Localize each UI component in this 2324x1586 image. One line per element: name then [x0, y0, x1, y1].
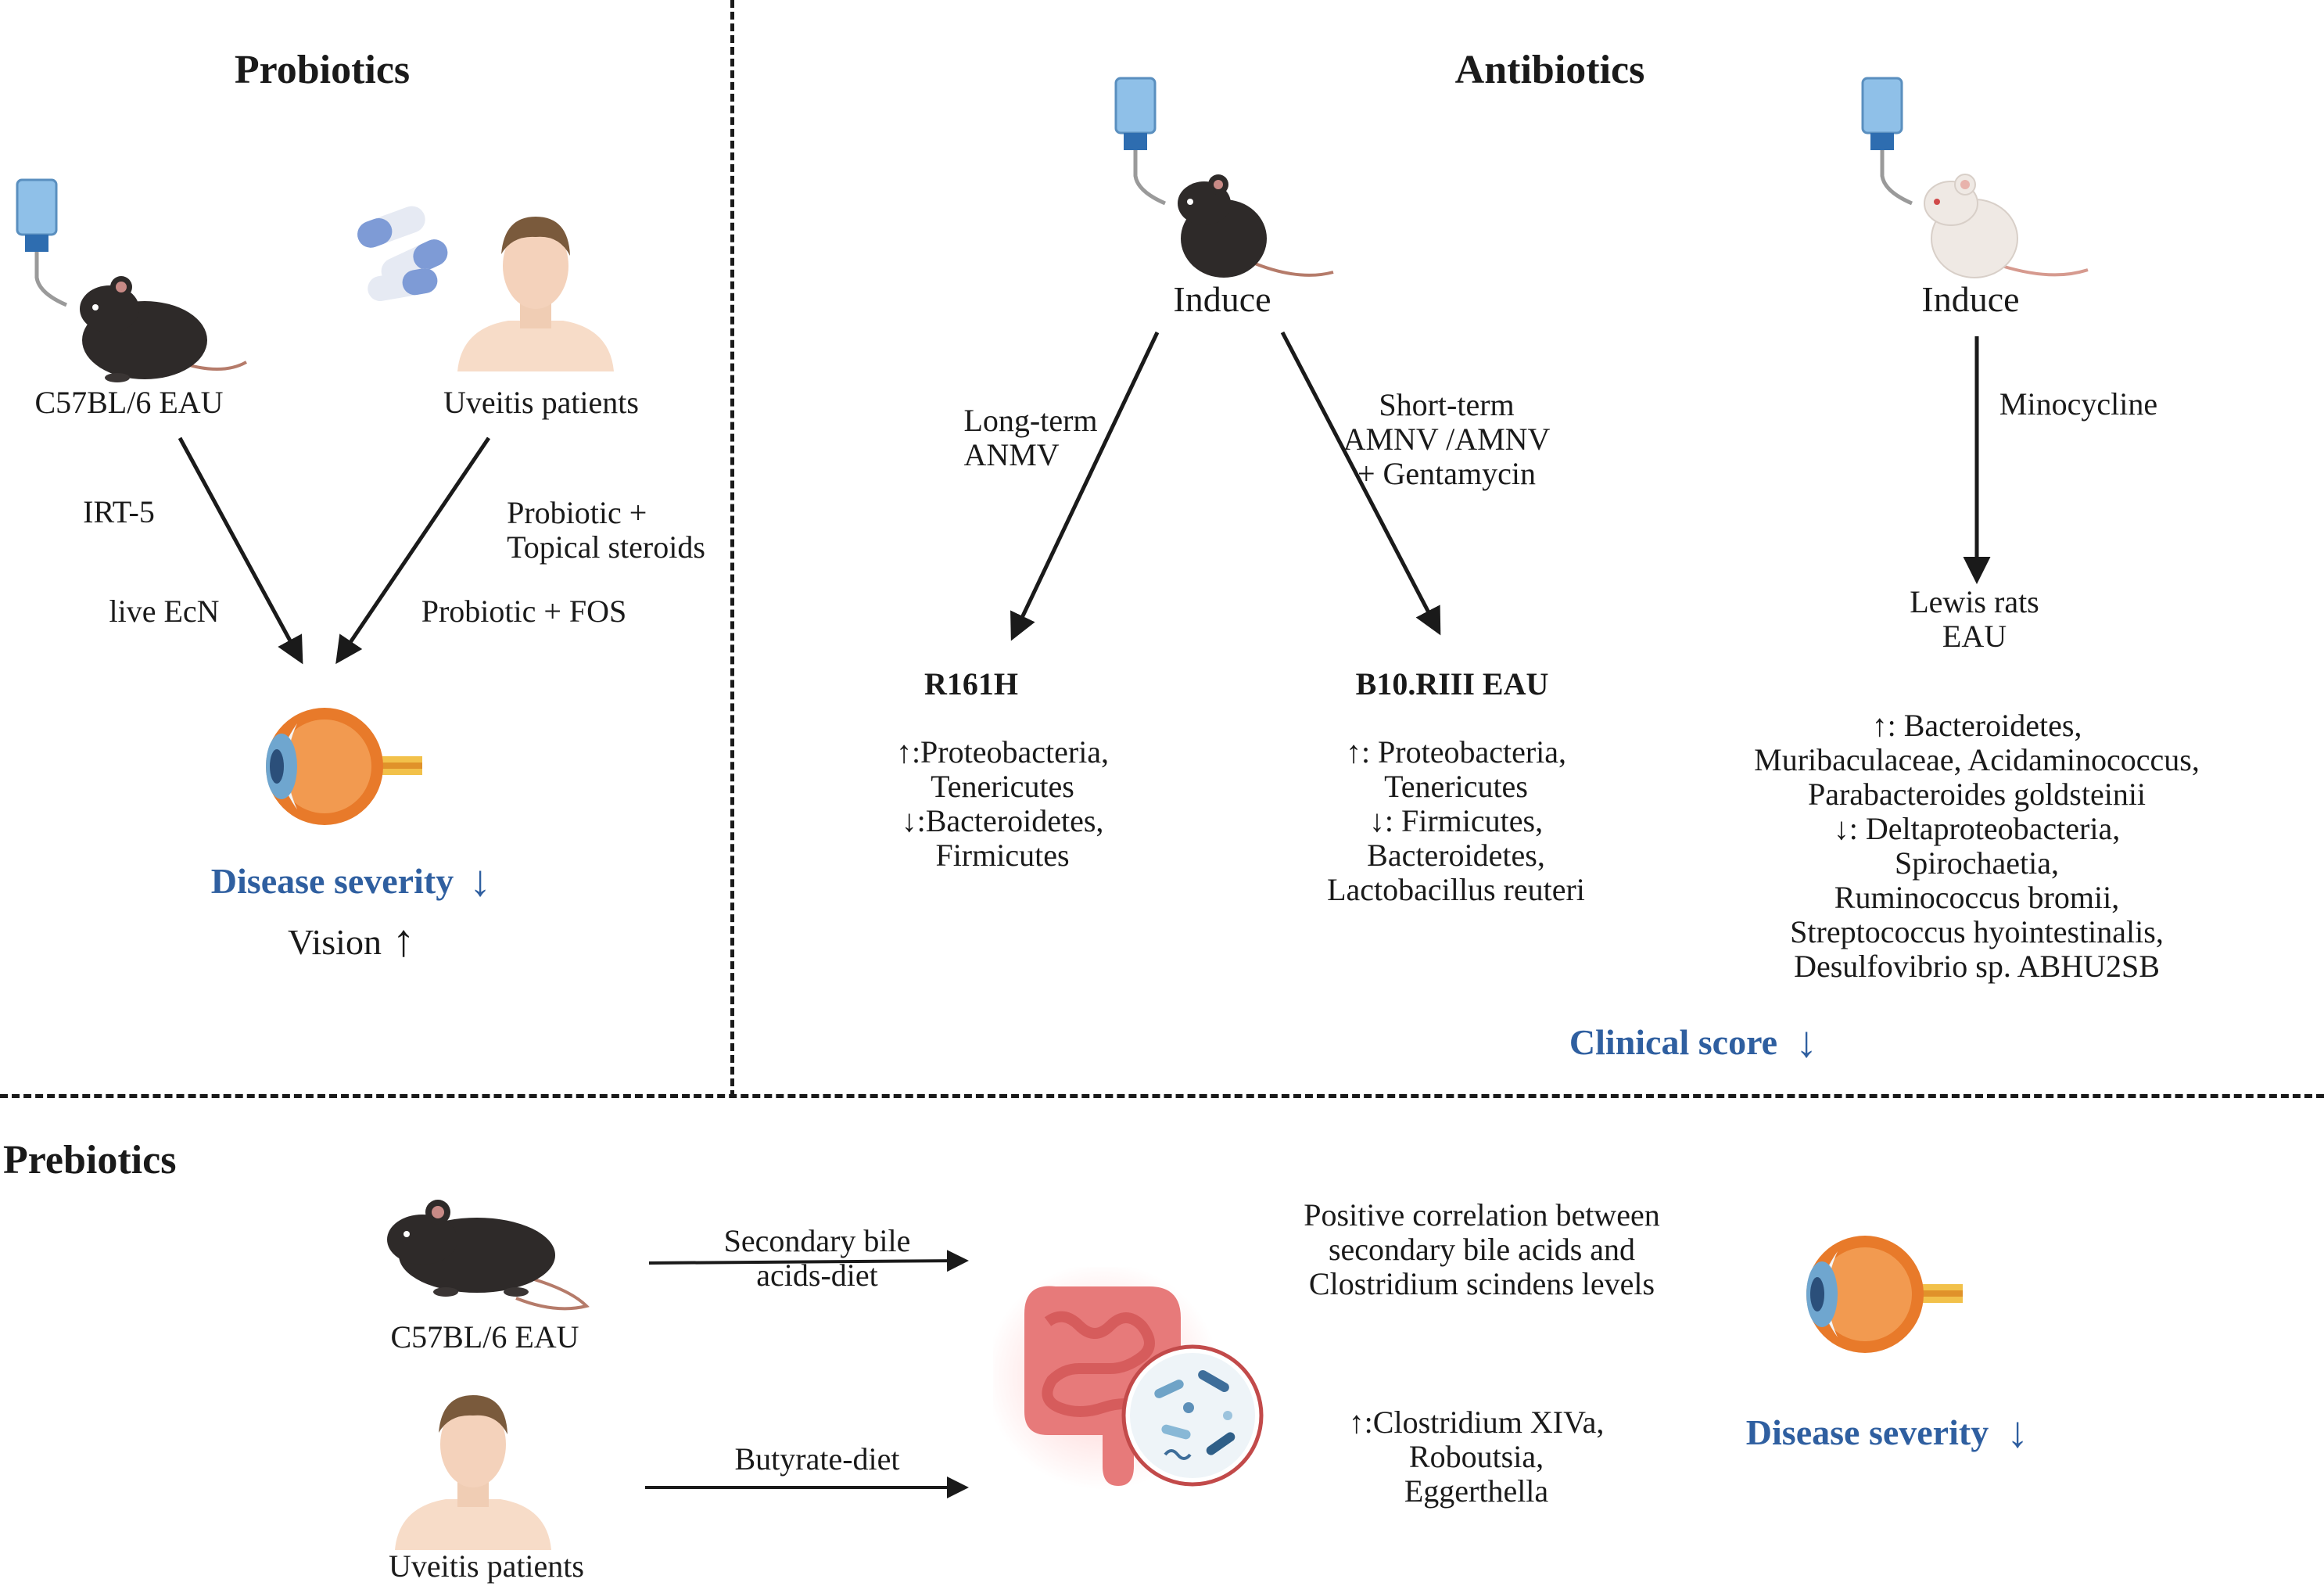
label-long-term-anmv: Long-term ANMV — [963, 403, 1098, 472]
probiotics-heading: Probiotics — [234, 48, 411, 92]
arrow-mouse-to-eye — [178, 436, 303, 665]
antibiotics-left-induce: Induce — [1173, 279, 1271, 319]
b10-title: B10.RIII EAU — [1355, 666, 1549, 702]
label-minocycline: Minocycline — [1999, 386, 2158, 422]
lewis-title: Lewis rats EAU — [1910, 584, 2039, 654]
eye-icon — [1806, 1236, 1963, 1353]
r161h-changes: ↑:Proteobacteria, Tenericutes ↓:Bacteroi… — [895, 734, 1110, 873]
arrow-long-term — [1010, 331, 1160, 641]
label-secondary-bile-diet: Secondary bile acids-diet — [723, 1223, 911, 1293]
arrow-short-term — [1280, 331, 1441, 636]
b10-changes: ↑: Proteobacteria, Tenericutes ↓: Firmic… — [1327, 734, 1585, 907]
label-butyrate-diet: Butyrate-diet — [734, 1441, 900, 1477]
probiotics-mouse-label: C57BL/6 EAU — [34, 385, 224, 420]
label-short-term: Short-term AMNV /AMNV + Gentamycin — [1343, 387, 1551, 491]
down-arrow-icon: ↓ — [1795, 1018, 1817, 1067]
black-mouse-icon — [387, 1200, 590, 1311]
label-irt5: IRT-5 — [83, 494, 155, 529]
prebiotics-heading: Prebiotics — [3, 1138, 177, 1182]
water-bottle-icon — [1114, 77, 1166, 206]
probiotics-vision: Vision — [288, 922, 382, 962]
up-arrow-icon: ↑ — [392, 915, 415, 966]
prebiotics-patients-label: Uveitis patients — [389, 1548, 584, 1584]
down-arrow-icon: ↓ — [469, 857, 491, 906]
vertical-divider — [730, 0, 734, 1098]
prebiotics-mouse-label: C57BL/6 EAU — [390, 1319, 579, 1355]
antibiotics-right-induce: Induce — [1921, 279, 2020, 319]
black-mouse-icon — [1178, 174, 1334, 278]
prebiotics-disease-severity: Disease severity — [1745, 1412, 1989, 1452]
label-probiotic-steroids: Probiotic + Topical steroids — [507, 495, 705, 565]
eye-icon — [266, 708, 422, 825]
r161h-title: R161H — [924, 666, 1018, 702]
label-live-ecn: live EcN — [109, 594, 220, 629]
probiotics-patients-label: Uveitis patients — [443, 385, 639, 420]
probiotics-disease-severity: Disease severity — [210, 861, 454, 901]
horizontal-divider — [0, 1094, 2324, 1098]
arrow-secondary-bile-diet — [648, 1250, 969, 1272]
patient-avatar-icon — [457, 217, 614, 371]
down-arrow-icon: ↓ — [2007, 1408, 2028, 1457]
white-rat-icon — [1924, 174, 2089, 278]
water-bottle-icon — [1861, 77, 1913, 206]
antibiotics-heading: Antibiotics — [1454, 48, 1645, 92]
gut-microbiota-icon — [993, 1267, 1264, 1490]
lewis-changes: ↑: Bacteroidetes, Muribaculaceae, Acidam… — [1754, 708, 2200, 984]
black-mouse-icon — [80, 276, 247, 382]
label-probiotic-fos: Probiotic + FOS — [421, 594, 627, 629]
correlation-text: Positive correlation between secondary b… — [1304, 1197, 1660, 1301]
probiotic-pills-icon — [357, 206, 448, 301]
patient-avatar-icon — [395, 1395, 551, 1550]
water-bottle-icon — [16, 178, 67, 307]
clinical-score: Clinical score — [1569, 1022, 1778, 1062]
prebiotics-changes: ↑:Clostridium XIVa, Roboutsia, Eggerthel… — [1348, 1405, 1605, 1509]
arrow-patients-to-eye — [335, 436, 491, 665]
